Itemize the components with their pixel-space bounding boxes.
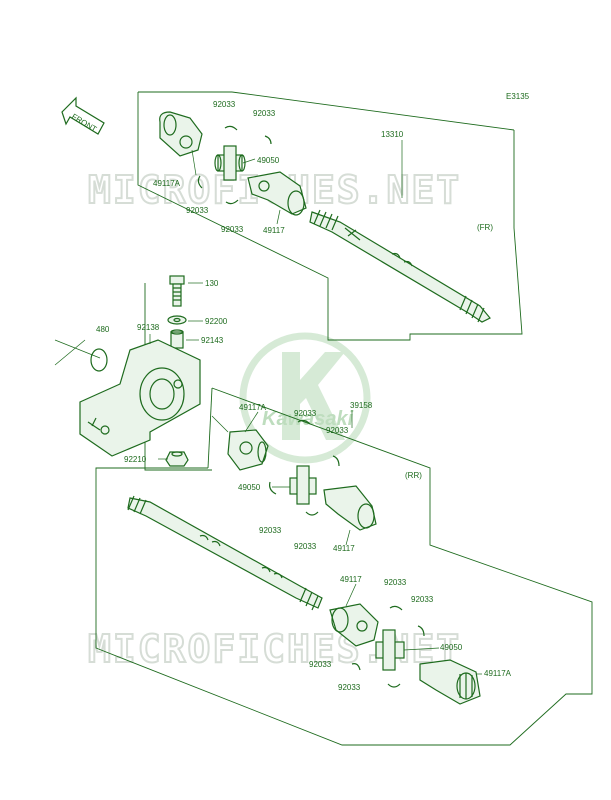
front-circlips <box>197 125 272 205</box>
label-92033-e: 92033 <box>294 409 317 418</box>
rear-shaft-39158 <box>127 495 323 611</box>
rear-yoke-49117-lower <box>329 603 379 647</box>
bearing-housing-92138 <box>79 339 201 457</box>
kawasaki-logo: Kawasaki <box>239 332 371 464</box>
rear-section-frame <box>95 387 593 746</box>
collar-92143 <box>170 329 184 349</box>
label-92200: 92200 <box>205 317 228 326</box>
label-92033-g: 92033 <box>259 526 282 535</box>
label-49117-b: 49117 <box>333 544 355 553</box>
rear-spider-49050-upper <box>289 465 317 505</box>
label-480: 480 <box>96 325 110 334</box>
logo-text: Kawasaki <box>262 408 354 430</box>
front-section-frame <box>137 92 523 341</box>
label-92033-h: 92033 <box>294 542 317 551</box>
rear-yoke-49117-upper <box>323 485 377 531</box>
label-39158: 39158 <box>350 401 373 410</box>
label-92033-i: 92033 <box>384 578 407 587</box>
front-spider-49050 <box>214 145 246 181</box>
label-92033-d: 92033 <box>221 225 244 234</box>
diagram-code: E3135 <box>506 92 530 101</box>
watermark-bottom: MICROFICHES.NET <box>88 627 461 671</box>
label-92210: 92210 <box>124 455 147 464</box>
label-49117A-a: 49117A <box>153 179 181 188</box>
leader-lines <box>149 140 482 675</box>
label-92033-l: 92033 <box>338 683 361 692</box>
label-92033-f: 92033 <box>326 426 349 435</box>
label-92033-j: 92033 <box>411 595 434 604</box>
rear-spider-49050-lower <box>375 629 405 671</box>
label-49050-c: 49050 <box>440 643 463 652</box>
bolt-130 <box>169 275 185 307</box>
front-shaft-13310 <box>309 209 491 323</box>
rear-yoke-49117A-top <box>227 429 269 471</box>
front-yoke-49117 <box>247 171 307 216</box>
front-arrow-icon: FRONT <box>61 96 105 135</box>
label-92143: 92143 <box>201 336 224 345</box>
circlip-480 <box>90 348 108 372</box>
label-49117-a: 49117 <box>263 226 285 235</box>
label-rr: (RR) <box>405 471 422 480</box>
label-92033-a: 92033 <box>213 100 236 109</box>
label-92033-c: 92033 <box>186 206 209 215</box>
label-13310: 13310 <box>381 130 404 139</box>
label-92138: 92138 <box>137 323 160 332</box>
label-49050-b: 49050 <box>238 483 261 492</box>
label-49050-a: 49050 <box>257 156 280 165</box>
label-49117A-c: 49117A <box>484 669 512 678</box>
label-49117A-b: 49117A <box>239 403 267 412</box>
label-fr: (FR) <box>477 223 493 232</box>
label-130: 130 <box>205 279 219 288</box>
washer-92200 <box>167 315 187 325</box>
label-49117-c: 49117 <box>340 575 362 584</box>
nut-92210 <box>165 451 189 467</box>
front-yoke-49117A <box>159 111 203 157</box>
label-92033-k: 92033 <box>309 660 332 669</box>
label-92033-b: 92033 <box>253 109 276 118</box>
rear-circlips <box>269 419 425 688</box>
rear-yoke-49117A-bottom <box>419 659 481 705</box>
